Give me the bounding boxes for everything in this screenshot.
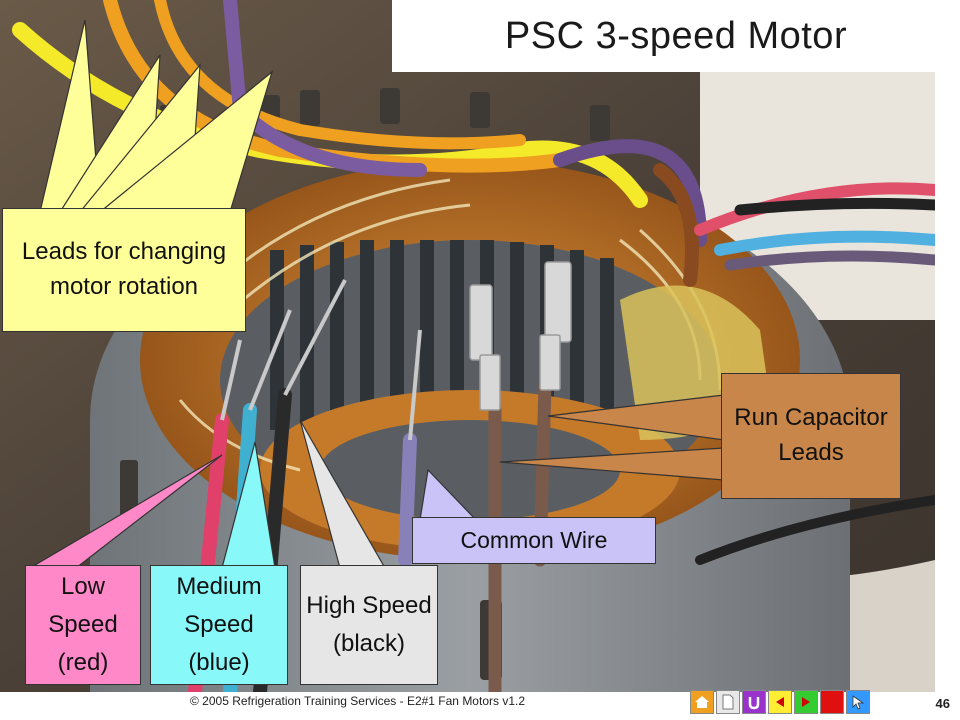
home-button[interactable] — [690, 690, 714, 714]
slide-title: PSC 3-speed Motor — [392, 0, 960, 72]
pointer-button[interactable] — [846, 690, 870, 714]
run-capacitor-leads-callout: Run Capacitor Leads — [721, 373, 901, 499]
document-icon — [722, 694, 734, 710]
return-icon — [748, 697, 760, 710]
rotation-leads-callout: Leads for changing motor rotation — [2, 208, 246, 332]
stop-icon — [827, 697, 837, 707]
home-icon — [695, 696, 709, 708]
next-icon — [802, 697, 810, 707]
common-wire-callout: Common Wire — [412, 517, 656, 564]
low-speed-callout: Low Speed (red) — [25, 565, 141, 685]
document-button[interactable] — [716, 690, 740, 714]
return-button[interactable] — [742, 690, 766, 714]
pointer-icon — [852, 695, 865, 710]
stop-button[interactable] — [820, 690, 844, 714]
high-speed-callout: High Speed (black) — [300, 565, 438, 685]
previous-button[interactable] — [768, 690, 792, 714]
next-button[interactable] — [794, 690, 818, 714]
previous-icon — [776, 697, 784, 707]
page-number: 46 — [935, 696, 950, 711]
slide-navigation — [690, 690, 870, 714]
footer-copyright: © 2005 Refrigeration Training Services -… — [190, 694, 526, 708]
medium-speed-callout: Medium Speed (blue) — [150, 565, 288, 685]
